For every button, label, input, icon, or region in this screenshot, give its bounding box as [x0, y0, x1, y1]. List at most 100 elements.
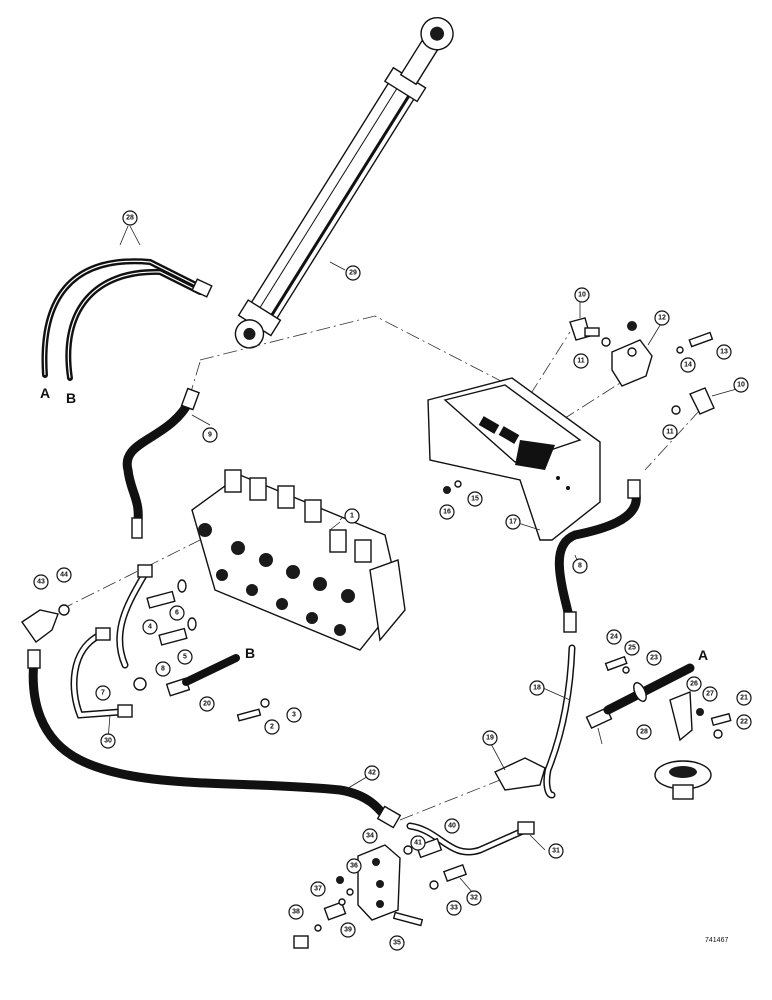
callout-42: 42	[364, 765, 380, 781]
callout-35: 35	[389, 935, 405, 951]
svg-text:27: 27	[706, 691, 714, 698]
svg-text:32: 32	[470, 895, 478, 902]
callout-24: 24	[606, 629, 622, 645]
valve-block-34	[357, 844, 401, 921]
hose-42	[27, 649, 402, 829]
svg-text:9: 9	[208, 432, 212, 439]
svg-text:28: 28	[126, 215, 134, 222]
svg-text:22: 22	[740, 719, 748, 726]
svg-text:41: 41	[414, 840, 422, 847]
svg-text:31: 31	[552, 848, 560, 855]
callout-34: 34	[362, 828, 378, 844]
callout-11b: 11	[662, 424, 678, 440]
hose-pair-28	[41, 258, 213, 381]
callout-44: 44	[56, 567, 72, 583]
fitting-32	[442, 863, 468, 883]
hose-end-label-a-right: A	[698, 647, 708, 663]
callout-15: 15	[467, 491, 483, 507]
elbow-fittings-10	[569, 317, 715, 415]
svg-text:28: 28	[640, 729, 648, 736]
svg-text:16: 16	[443, 509, 451, 516]
hose-end-label-b: B	[66, 390, 76, 406]
fitting-38	[323, 901, 347, 921]
svg-text:18: 18	[533, 685, 541, 692]
svg-text:43: 43	[37, 579, 45, 586]
o-ring-41	[403, 845, 413, 855]
svg-text:34: 34	[366, 833, 374, 840]
callout-27: 27	[702, 686, 718, 702]
tee-fitting-19	[494, 757, 546, 791]
callout-18: 18	[529, 680, 545, 696]
callout-11a: 11	[573, 353, 589, 369]
callout-20: 20	[199, 696, 215, 712]
hose-20-right	[585, 663, 695, 730]
washer-15	[454, 480, 462, 488]
o-ring-11	[601, 337, 611, 347]
callout-40: 40	[444, 818, 460, 834]
washer-36	[346, 888, 354, 896]
svg-text:7: 7	[101, 690, 105, 697]
callout-16: 16	[439, 504, 455, 520]
svg-text:14: 14	[684, 362, 692, 369]
callout-36: 36	[346, 858, 362, 874]
callout-8b: 8	[572, 558, 588, 574]
tube-31	[406, 821, 535, 856]
rubber-isolator	[654, 760, 712, 800]
svg-text:33: 33	[450, 905, 458, 912]
svg-text:38: 38	[292, 909, 300, 916]
svg-text:4: 4	[148, 624, 152, 631]
svg-text:37: 37	[314, 886, 322, 893]
svg-text:24: 24	[610, 634, 618, 641]
bolt-and-washer	[236, 698, 270, 722]
callout-6: 6	[169, 605, 185, 621]
svg-text:25: 25	[628, 645, 636, 652]
callout-2: 2	[264, 719, 280, 735]
fitting-40	[415, 837, 443, 859]
hose-end-label-b-middle: B	[245, 645, 255, 661]
hydraulic-cylinder	[234, 16, 454, 349]
plug-37	[336, 876, 344, 884]
svg-text:2: 2	[270, 724, 274, 731]
svg-text:44: 44	[60, 572, 68, 579]
svg-text:13: 13	[720, 349, 728, 356]
callout-22: 22	[736, 714, 752, 730]
hose-8	[554, 479, 641, 633]
svg-text:23: 23	[650, 655, 658, 662]
callout-33: 33	[446, 900, 462, 916]
tube-18	[543, 644, 576, 799]
drawing-number: 741467	[705, 937, 728, 944]
svg-text:3: 3	[292, 712, 296, 719]
svg-text:42: 42	[368, 770, 376, 777]
o-ring-39a	[338, 898, 346, 906]
hose-20	[165, 654, 240, 697]
o-ring-39b	[314, 924, 322, 932]
callout-37: 37	[310, 881, 326, 897]
svg-text:11: 11	[666, 429, 674, 436]
callout-30: 30	[100, 733, 116, 749]
callout-23: 23	[646, 650, 662, 666]
callout-26: 26	[686, 676, 702, 692]
svg-text:29: 29	[349, 270, 357, 277]
plug-8	[133, 677, 147, 691]
callout-12: 12	[654, 310, 670, 326]
svg-text:39: 39	[344, 927, 352, 934]
nut-16	[443, 486, 451, 494]
hose-clamp-assembly	[604, 655, 732, 742]
callout-39: 39	[340, 922, 356, 938]
tee-fitting-43	[21, 604, 70, 643]
svg-text:17: 17	[509, 519, 517, 526]
valve-fittings	[146, 579, 197, 646]
callout-10b: 10	[733, 377, 749, 393]
svg-text:21: 21	[740, 695, 748, 702]
washer-14	[676, 346, 684, 354]
callout-17: 17	[505, 514, 521, 530]
callout-8a: 8	[155, 661, 171, 677]
callout-14: 14	[680, 357, 696, 373]
tube-30	[70, 627, 133, 719]
callout-28-right: 28	[636, 724, 652, 740]
callout-32: 32	[466, 890, 482, 906]
callout-28-top: 28	[122, 210, 138, 226]
callout-21: 21	[736, 690, 752, 706]
o-ring-33	[429, 880, 439, 890]
